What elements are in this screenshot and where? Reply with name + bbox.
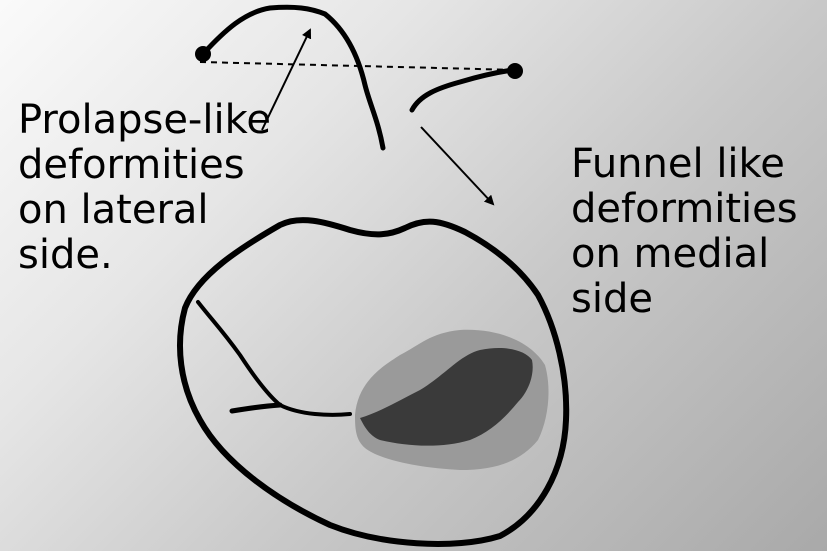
medial-label-line: Funnel like [571, 142, 798, 187]
coaptation-line-branch [232, 405, 280, 411]
coaptation-line [198, 302, 350, 415]
lateral-label-line: Prolapse-like [18, 98, 271, 143]
medial-arrow [421, 127, 493, 204]
lateral-label-line: deformities [18, 143, 271, 188]
medial-label-line: deformities [571, 187, 798, 232]
lateral-deformity-label: Prolapse-like deformities on lateral sid… [18, 98, 271, 278]
medial-deformity-label: Funnel like deformities on medial side [571, 142, 798, 322]
lateral-label-line: side. [18, 233, 271, 278]
medial-leaflet-curve [412, 70, 513, 110]
lateral-label-line: on lateral [18, 188, 271, 233]
medial-label-line: side [571, 277, 798, 322]
medial-label-line: on medial [571, 232, 798, 277]
